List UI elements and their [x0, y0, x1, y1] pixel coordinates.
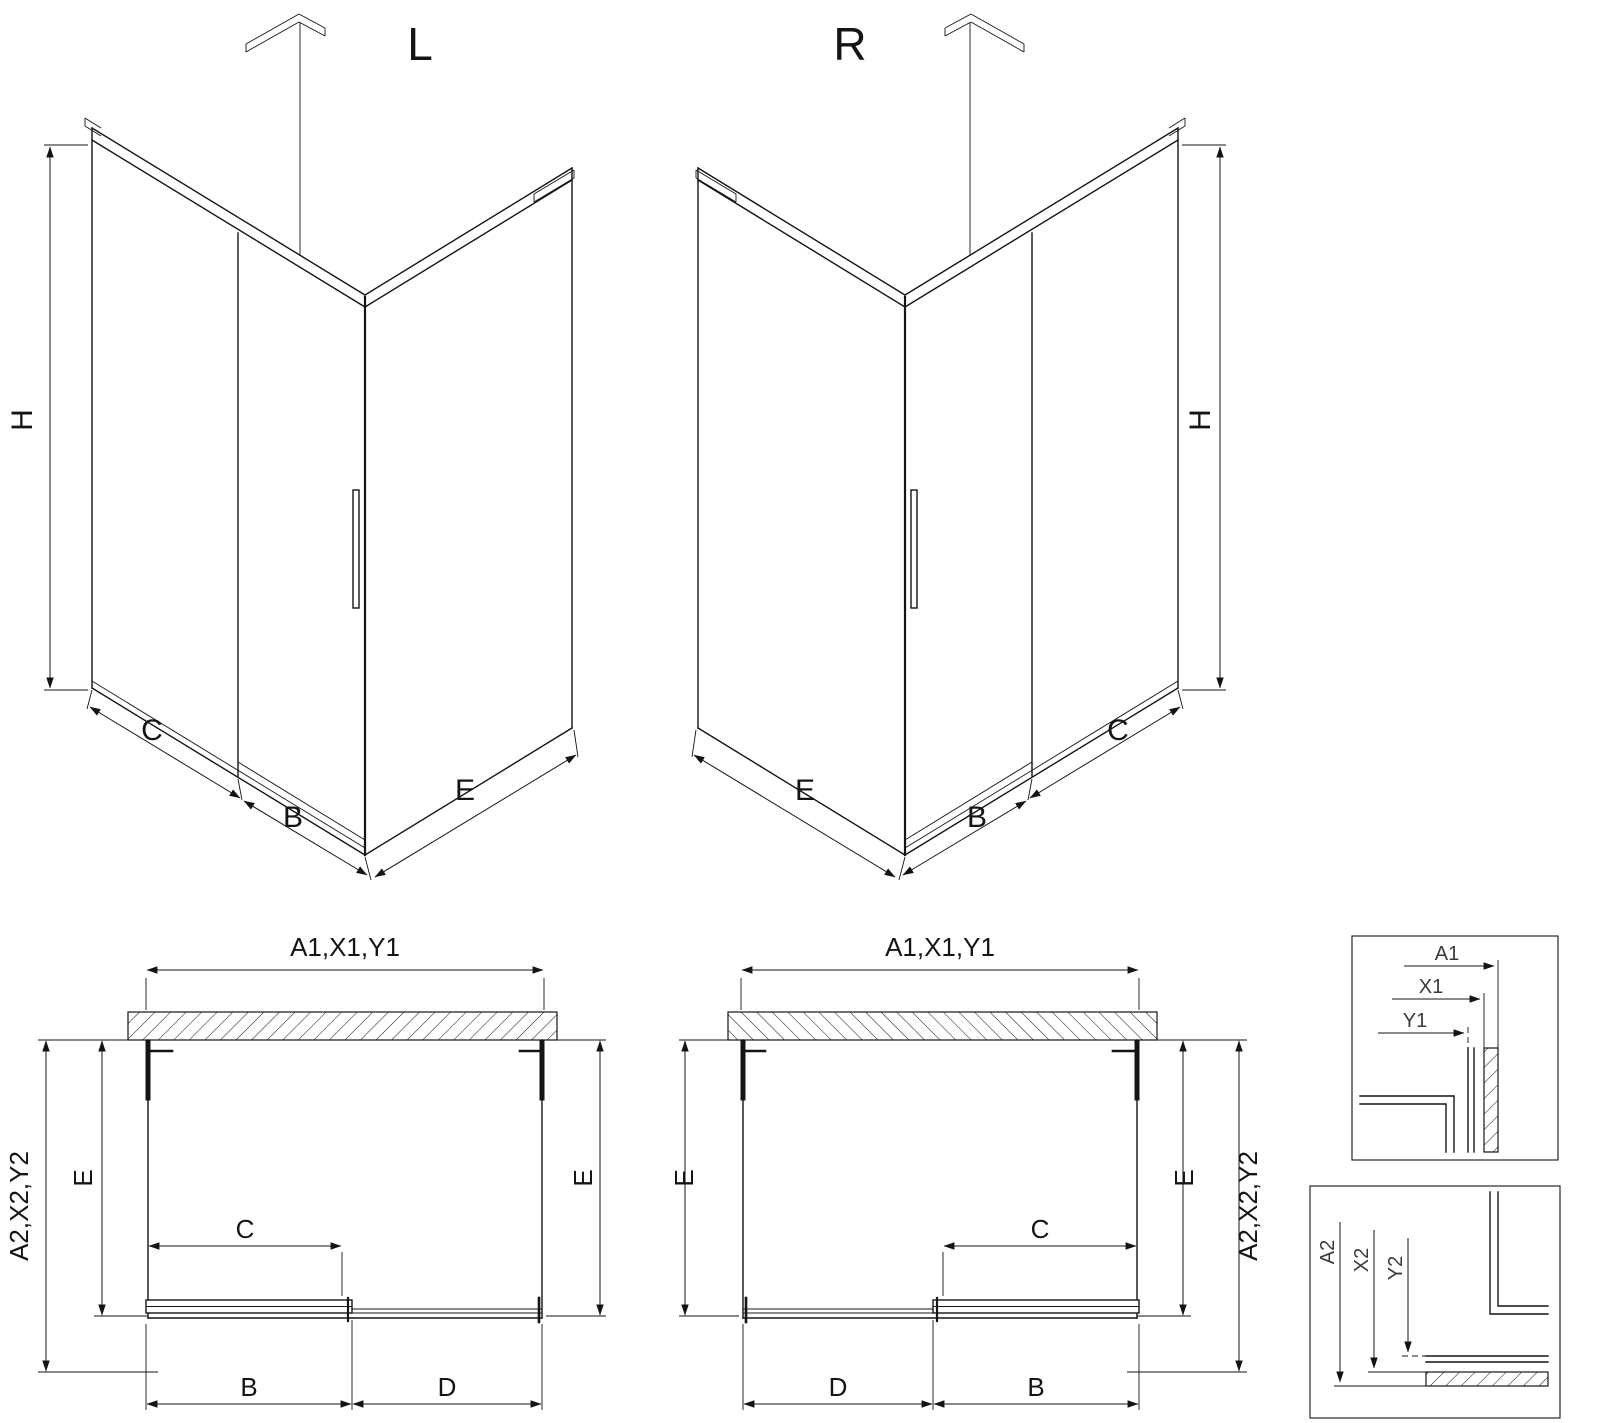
dim-label-side-left: E — [455, 774, 475, 807]
plan-left-door-label: B — [240, 1372, 257, 1402]
dim-label-side-right: E — [795, 774, 815, 807]
detail-a1-label: A1 — [1435, 943, 1459, 965]
variant-label-left: L — [407, 18, 433, 70]
plan-right-door-label: B — [1027, 1372, 1044, 1402]
plan-view-right: A1,X1,Y1 A2,X2,Y2 E E C B D — [669, 932, 1263, 1410]
dim-label-fixed-right: C — [1107, 714, 1129, 747]
detail-width-frame — [1351, 935, 1559, 1161]
iso-view-left: L H C B E — [6, 14, 578, 880]
plan-left-overall-width-label: A1,X1,Y1 — [290, 932, 400, 962]
detail-depth-frame — [1309, 1185, 1561, 1419]
plan-right-opening-label: C — [1031, 1214, 1050, 1244]
plan-left-opening-label: C — [236, 1214, 255, 1244]
plan-left-overall-depth-label: A2,X2,Y2 — [4, 1151, 34, 1261]
dim-label-fixed-left: C — [141, 714, 163, 747]
plan-right-depth-right-label: E — [1169, 1169, 1199, 1186]
detail-x1-label: X1 — [1419, 976, 1443, 998]
plan-left-depth-left-label: E — [68, 1169, 98, 1186]
plan-right-overall-width-label: A1,X1,Y1 — [885, 932, 995, 962]
detail-depth-profile: A2 X2 Y2 — [1309, 1185, 1561, 1419]
dim-label-height-right: H — [1184, 409, 1217, 431]
plan-right-depth-left-label: E — [669, 1169, 699, 1186]
variant-label-right: R — [833, 18, 866, 70]
dim-label-door-right: B — [967, 801, 987, 834]
detail-width-profile: A1 X1 Y1 — [1351, 935, 1559, 1161]
detail-a2-label: A2 — [1317, 1240, 1339, 1264]
plan-right-fixed-label: D — [829, 1372, 848, 1402]
dim-label-door-left: B — [283, 801, 303, 834]
plan-right-overall-depth-label: A2,X2,Y2 — [1233, 1151, 1263, 1261]
iso-view-right: R H C B E — [692, 14, 1226, 880]
plan-view-left: A1,X1,Y1 A2,X2,Y2 E E C B D — [4, 932, 606, 1410]
dim-label-height-left: H — [6, 409, 39, 431]
plan-left-depth-right-label: E — [568, 1169, 598, 1186]
detail-y1-label: Y1 — [1403, 1010, 1427, 1032]
detail-y2-label: Y2 — [1385, 1256, 1407, 1280]
detail-x2-label: X2 — [1351, 1248, 1373, 1272]
plan-left-fixed-label: D — [438, 1372, 457, 1402]
